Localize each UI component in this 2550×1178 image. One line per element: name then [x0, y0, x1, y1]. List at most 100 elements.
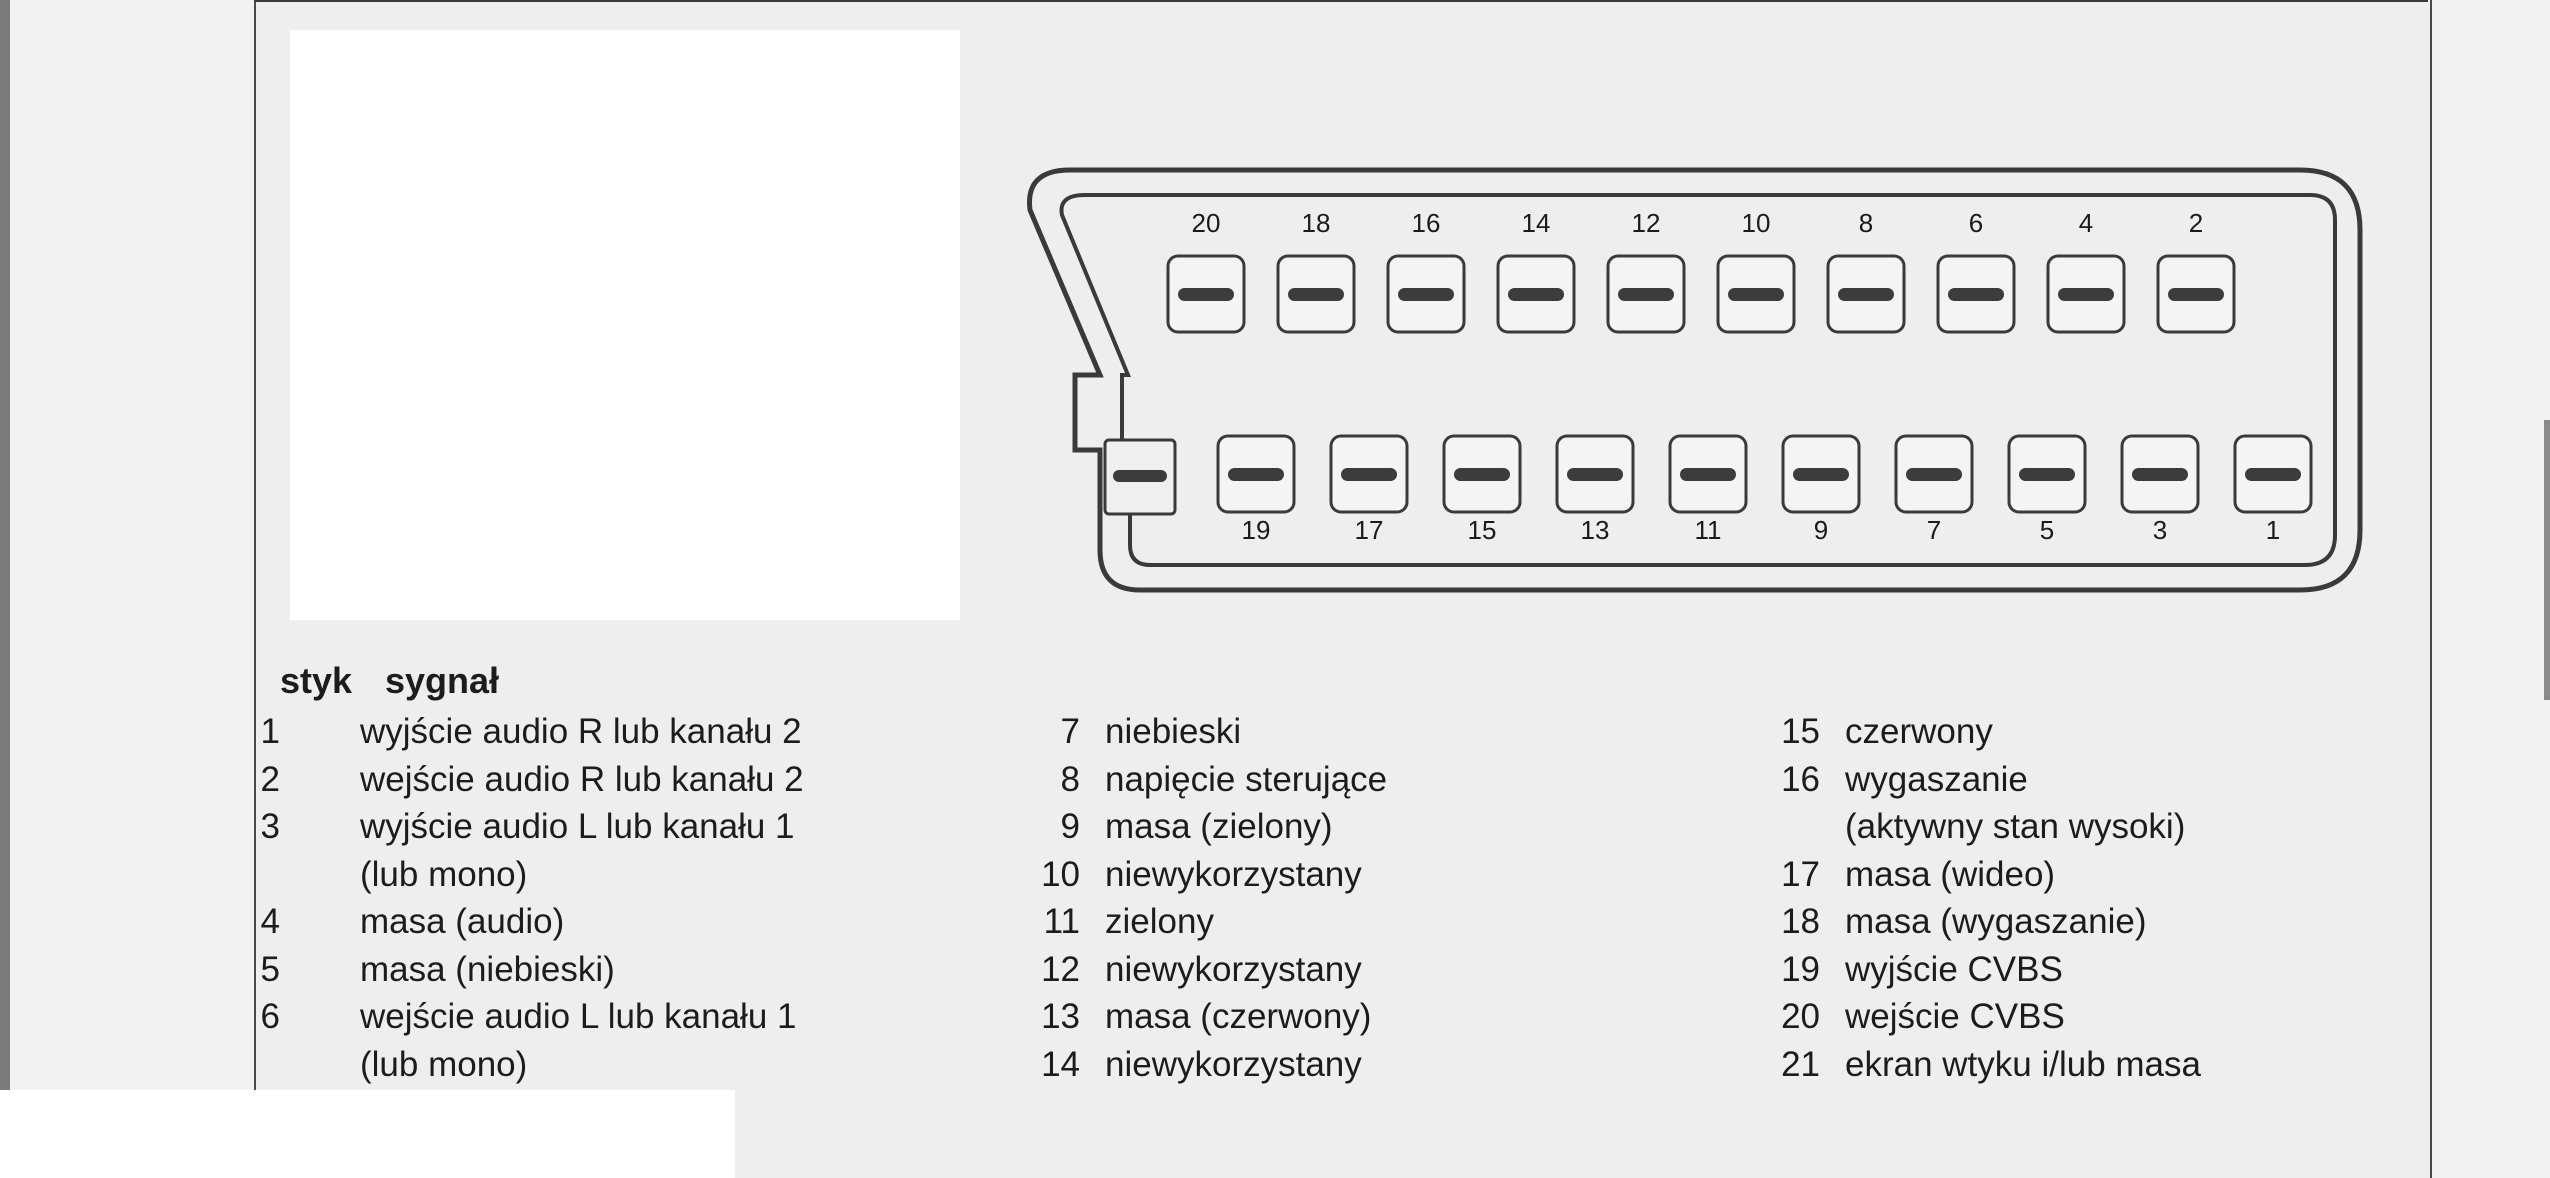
top-contact-pin-4: 4: [2046, 208, 2126, 334]
pin-number: 11: [1043, 902, 1080, 941]
contact-blade: [1178, 288, 1234, 301]
contact-blade: [1838, 288, 1894, 301]
pin-signal-description: wyjście CVBS: [1845, 949, 2063, 989]
top-contact-pin-8: 8: [1826, 208, 1906, 334]
top-contact-pin-14: 14: [1496, 208, 1576, 334]
pin-number-label: 8: [1859, 208, 1873, 238]
pin-number-label: 13: [1581, 515, 1610, 545]
scan-edge-right: [2544, 420, 2550, 700]
top-rule: [254, 0, 2428, 2]
pin-number: 5: [260, 949, 280, 989]
pin-number: 10: [1041, 854, 1080, 894]
top-row-contacts: 20 18 16 14 12 10 8 6 4 2: [1166, 208, 2236, 334]
pin-number: 16: [1781, 759, 1820, 799]
pin-number: 7: [1060, 712, 1080, 751]
bottom-contact-pin-15: 15: [1442, 434, 1522, 545]
pin-signal-description: niewykorzystany: [1105, 854, 1362, 894]
pin-signal-description: masa (wideo): [1845, 854, 2056, 894]
pin-signal-description: zielony: [1105, 902, 1214, 941]
bottom-contact-pin-3: 3: [2120, 434, 2200, 545]
pin-number-label: 14: [1522, 208, 1551, 238]
header-signal: sygnał: [385, 660, 500, 701]
pin-number-label: 19: [1242, 515, 1271, 545]
pin-number-label: 5: [2040, 515, 2054, 545]
pin-signal-description: wejście audio R lub kanału 2: [360, 759, 804, 799]
pin-signal-description: ekran wtyku i/lub masa: [1845, 1044, 2201, 1084]
bottom-contact-pin-19: 19: [1216, 434, 1296, 545]
pin-number: 1: [260, 712, 280, 751]
top-contact-pin-12: 12: [1606, 208, 1686, 334]
pin-signal-description: wejście audio L lub kanału 1: [360, 997, 797, 1036]
contact-blade: [2132, 468, 2188, 481]
blank-area-bottom: [0, 1090, 735, 1178]
pin-signal-description: masa (niebieski): [360, 949, 615, 989]
bottom-contact-pin-5: 5: [2007, 434, 2087, 545]
pin-signal-description: niewykorzystany: [1105, 949, 1362, 989]
contact-blade: [1288, 288, 1344, 301]
pin-number: 18: [1781, 902, 1820, 941]
contact-blade: [2058, 288, 2114, 301]
bottom-contact-pin-9: 9: [1781, 434, 1861, 545]
contact-blade: [1454, 468, 1510, 481]
pin-number-label: 1: [2266, 515, 2280, 545]
pin-number-label: 12: [1632, 208, 1661, 238]
bottom-contact-pin-7: 7: [1894, 434, 1974, 545]
pin-number-label: 9: [1814, 515, 1828, 545]
pin-number: 13: [1041, 997, 1080, 1036]
pin-number-label: 17: [1355, 515, 1384, 545]
pin-number-label: 4: [2079, 208, 2093, 238]
top-contact-pin-2: 2: [2156, 208, 2236, 334]
pin-number: 6: [260, 997, 280, 1036]
pin-signal-description: (lub mono): [360, 854, 528, 894]
pin-signal-description: niebieski: [1105, 712, 1242, 751]
pin-number: 19: [1781, 949, 1820, 989]
contact-blade: [1680, 468, 1736, 481]
pin-number: 12: [1041, 949, 1080, 989]
contact-blade: [1341, 468, 1397, 481]
contact-blade: [1618, 288, 1674, 301]
connector-outer-shell: [1027, 167, 2363, 593]
pin-signal-description: masa (wygaszanie): [1845, 902, 2147, 941]
top-contact-pin-20: 20: [1166, 208, 1246, 334]
pin-signal-description: wygaszanie: [1845, 759, 2028, 799]
pin-number-label: 15: [1468, 515, 1497, 545]
top-contact-pin-16: 16: [1386, 208, 1466, 334]
connector-inner-shell: [1059, 193, 2337, 567]
contact-blade: [2168, 288, 2224, 301]
pin-number-label: 10: [1742, 208, 1771, 238]
contact-blade: [1948, 288, 2004, 301]
pin-number-label: 2: [2189, 208, 2203, 238]
pin-number: 9: [1060, 807, 1080, 846]
contact-blade: [2019, 468, 2075, 481]
contact-blade: [1567, 468, 1623, 481]
pin-number-label: 6: [1969, 208, 1983, 238]
pin-signal-description: (aktywny stan wysoki): [1845, 807, 2186, 846]
contact-blade: [1508, 288, 1564, 301]
pin-number: 17: [1781, 854, 1820, 894]
contact-blade: [1398, 288, 1454, 301]
pin-signal-description: napięcie sterujące: [1105, 759, 1388, 799]
pin-signal-description: wyjście audio L lub kanału 1: [360, 807, 795, 846]
contact-blade: [1906, 468, 1962, 481]
pin-signal-description: czerwony: [1845, 712, 1993, 751]
pin-signal-description: wyjście audio R lub kanału 2: [360, 712, 802, 751]
pin-signal-description: masa (audio): [360, 902, 565, 941]
pin-signal-description: masa (zielony): [1105, 807, 1333, 846]
pin-number: 4: [260, 902, 280, 941]
top-contact-pin-6: 6: [1936, 208, 2016, 334]
pin-signal-description: wejście CVBS: [1845, 997, 2065, 1036]
contact-blade: [1228, 468, 1284, 481]
contact-blade: [1728, 288, 1784, 301]
contact-blade: [2245, 468, 2301, 481]
top-contact-pin-18: 18: [1276, 208, 1356, 334]
contact-blade: [1793, 468, 1849, 481]
ground-contact-21: [1103, 438, 1177, 516]
pin-number-label: 16: [1412, 208, 1441, 238]
pin-number: 21: [1781, 1044, 1820, 1084]
pin-number: 15: [1781, 712, 1820, 751]
pin-number-label: 18: [1302, 208, 1331, 238]
pin-signal-description: masa (czerwony): [1105, 997, 1372, 1036]
